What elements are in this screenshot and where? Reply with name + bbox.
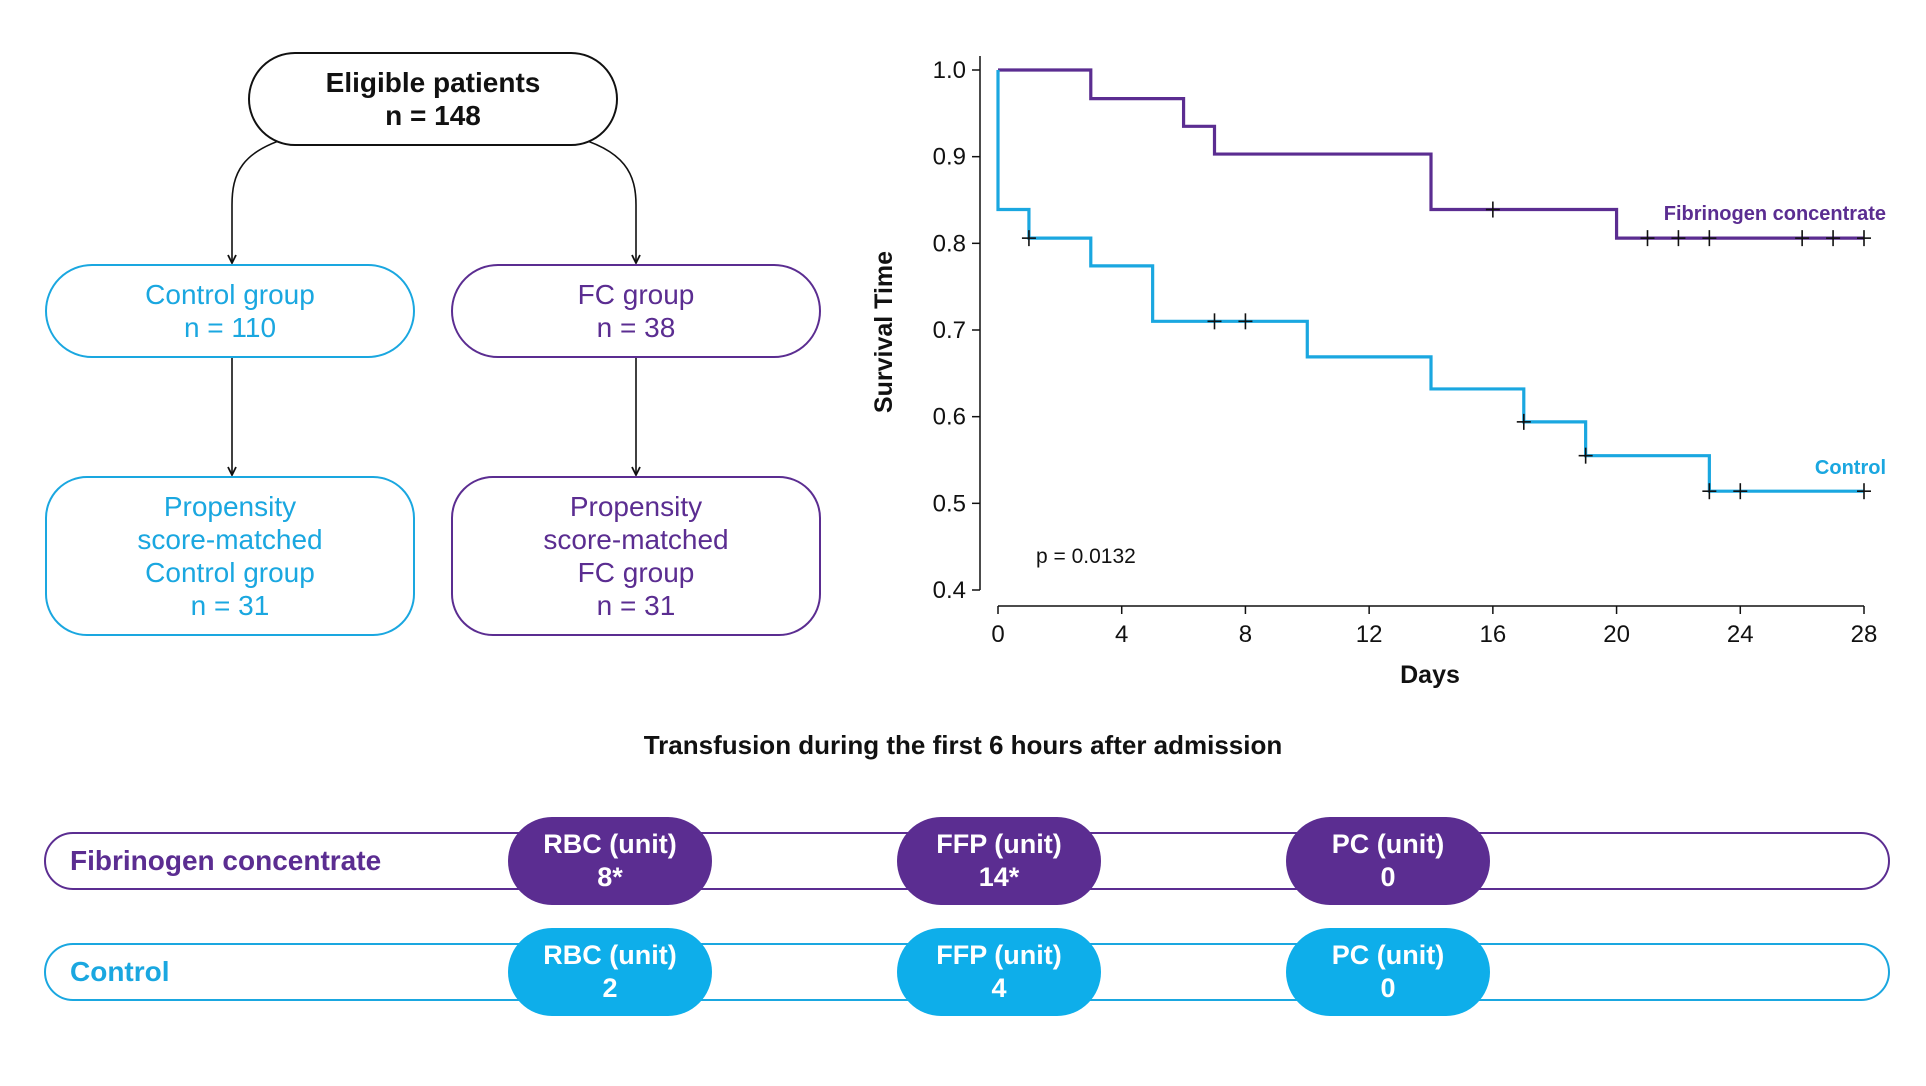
fc-group-box: FC group n = 38: [451, 264, 821, 358]
legend-label-control: Control: [1815, 457, 1886, 479]
pill-label: RBC (unit): [543, 829, 677, 859]
x-tick-label: 24: [1727, 621, 1754, 648]
pill-value: 2: [602, 973, 618, 1003]
matched-control-box: Propensity score-matched Control group n…: [45, 476, 415, 636]
matched-control-line2: score-matched: [137, 524, 323, 555]
fibrinogen-censor-mark: [1795, 230, 1810, 247]
pill-label: FFP (unit): [936, 829, 1062, 859]
x-tick-label: 8: [1239, 621, 1252, 648]
fibrinogen-censor-mark: [1671, 230, 1686, 247]
p-value-annotation: p = 0.0132: [1036, 545, 1136, 568]
matched-control-line3: Control group: [145, 557, 315, 588]
x-tick-label: 12: [1356, 621, 1383, 648]
control-pc-pill: PC (unit) 0: [1286, 928, 1490, 1016]
y-tick-label: 0.9: [933, 144, 966, 171]
matched-fc-count: n = 31: [596, 590, 676, 621]
fibrinogen-rbc-pill: RBC (unit) 8*: [508, 817, 712, 905]
x-tick-label: 28: [1851, 621, 1878, 648]
transfusion-title: Transfusion during the first 6 hours aft…: [643, 730, 1283, 760]
x-tick-label: 20: [1603, 621, 1630, 648]
fc-group-count: n = 38: [596, 312, 676, 343]
control-ffp-pill: FFP (unit) 4: [897, 928, 1101, 1016]
control-group-count: n = 110: [183, 312, 277, 343]
pill-value: 4: [991, 973, 1007, 1003]
control-rbc-pill: RBC (unit) 2: [508, 928, 712, 1016]
fibrinogen-pc-pill: PC (unit) 0: [1286, 817, 1490, 905]
y-tick-label: 0.4: [933, 577, 966, 604]
control-censor-mark: [1702, 483, 1717, 500]
x-axis-label: Days: [1400, 661, 1460, 689]
y-tick-label: 0.5: [933, 490, 966, 517]
chart-series: [996, 68, 1871, 500]
eligible-patients-title: Eligible patients: [325, 67, 541, 98]
y-tick-label: 1.0: [933, 57, 966, 84]
matched-fc-box: Propensity score-matched FC group n = 31: [451, 476, 821, 636]
matched-fc-line3: FC group: [577, 557, 695, 588]
pill-value: 0: [1380, 862, 1396, 892]
x-tick-label: 16: [1480, 621, 1507, 648]
y-axis-label: Survival Time: [870, 251, 898, 413]
fibrinogen-censor-mark: [1826, 230, 1841, 247]
fibrinogen-censor-mark: [1485, 201, 1500, 218]
pill-label: FFP (unit): [936, 940, 1062, 970]
pill-label: PC (unit): [1331, 940, 1445, 970]
control-survival-line: [996, 70, 1864, 493]
control-group-label: Control group: [145, 279, 315, 310]
fibrinogen-row-label: Fibrinogen concentrate: [70, 845, 382, 876]
fibrinogen-survival-line: [998, 68, 1864, 240]
x-tick-label: 0: [991, 621, 1004, 648]
y-tick-label: 0.7: [933, 317, 966, 344]
control-censor-mark: [1578, 447, 1593, 464]
matched-fc-line2: score-matched: [543, 524, 729, 555]
control-censor-mark: [1516, 413, 1531, 430]
survival-chart: 0.4 0.5 0.6 0.7 0.8 0.9 1.0 0 4 8 12 16 20 24 28 Survi…: [870, 56, 1886, 689]
fibrinogen-censor-mark: [1857, 230, 1871, 247]
fibrinogen-censor-mark: [1702, 230, 1717, 247]
eligible-patients-count: n = 148: [385, 100, 481, 131]
fibrinogen-censor-mark: [1640, 230, 1655, 247]
pill-value: 8*: [597, 862, 623, 892]
matched-fc-line1: Propensity: [569, 491, 703, 522]
control-censor-mark: [1238, 313, 1253, 330]
pill-value: 14*: [978, 862, 1020, 892]
x-tick-label: 4: [1115, 621, 1128, 648]
control-group-box: Control group n = 110: [45, 264, 415, 358]
pill-value: 0: [1380, 973, 1396, 1003]
control-row-label: Control: [70, 956, 170, 987]
fc-group-label: FC group: [577, 279, 695, 310]
control-censor-mark: [1021, 230, 1036, 247]
pill-label: PC (unit): [1331, 829, 1445, 859]
control-censor-mark: [1857, 483, 1871, 500]
control-censor-mark: [1733, 483, 1748, 500]
y-tick-label: 0.8: [933, 230, 966, 257]
eligible-patients-box: Eligible patients n = 148: [248, 52, 618, 146]
matched-control-line1: Propensity: [163, 491, 297, 522]
chart-axes: 0.4 0.5 0.6 0.7 0.8 0.9 1.0 0 4 8 12 16 20 24 28: [933, 56, 1878, 648]
matched-control-count: n = 31: [190, 590, 270, 621]
control-censor-mark: [1207, 313, 1222, 330]
legend-label-fibrinogen: Fibrinogen concentrate: [1664, 203, 1886, 225]
y-tick-label: 0.6: [933, 404, 966, 431]
fibrinogen-ffp-pill: FFP (unit) 14*: [897, 817, 1101, 905]
pill-label: RBC (unit): [543, 940, 677, 970]
